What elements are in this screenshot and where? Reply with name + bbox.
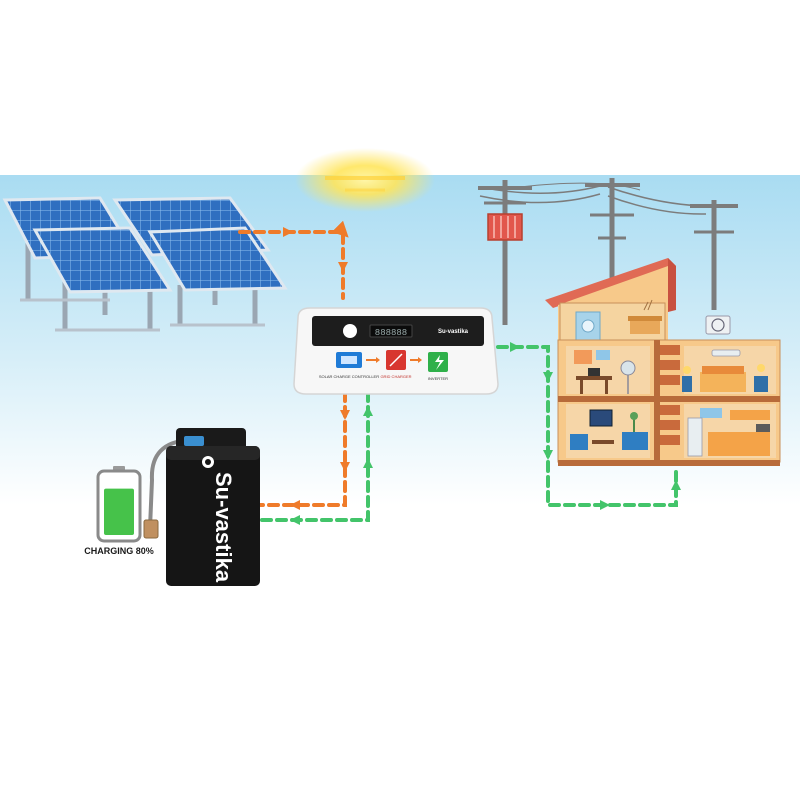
module-label-solar-charge-controller: SOLAR CHARGE CONTROLLER xyxy=(319,374,379,379)
solar-panel xyxy=(147,226,288,292)
battery-charge-label: CHARGING 80% xyxy=(84,546,154,556)
module-label-grid-charger: GRID CHARGER xyxy=(380,374,411,379)
solar-panel-array xyxy=(2,196,288,332)
solar-flow-lines xyxy=(238,220,349,507)
inverter-display xyxy=(369,324,413,338)
house-illustration xyxy=(545,258,781,466)
inverter-display-text: 888888 xyxy=(375,328,407,338)
power-button[interactable] xyxy=(343,324,357,338)
battery-unit: Su-vastika xyxy=(143,428,260,586)
module-label-inverter: INVERTER xyxy=(428,376,448,381)
ac-outdoor-unit-icon xyxy=(705,315,731,335)
battery-charge-fill xyxy=(104,488,134,535)
transformer-icon xyxy=(487,213,523,241)
inverter-unit: 888888 Su-vastika SOLAR CHARGE CONTROLLE… xyxy=(293,307,499,395)
sun-icon xyxy=(295,148,435,212)
battery-charge-gauge: CHARGING 80% xyxy=(84,466,154,556)
solar-panel xyxy=(32,226,173,294)
battery-brand-label: Su-vastika xyxy=(211,472,236,583)
inverter-brand-label: Su-vastika xyxy=(438,329,469,335)
ac-indoor-unit-icon xyxy=(711,349,741,357)
utility-poles xyxy=(478,178,738,325)
